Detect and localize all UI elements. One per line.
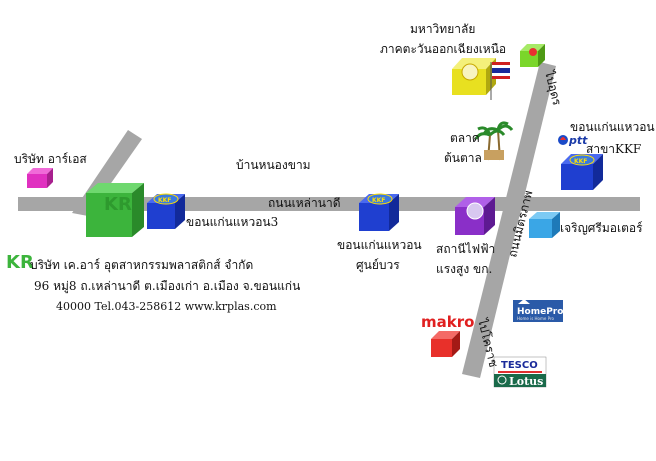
kr-company-logo: KR <box>6 252 34 273</box>
label-substation-1: สถานีไฟฟ้า <box>436 242 496 256</box>
makro-block <box>431 331 460 357</box>
label-kkf-branch-2: สาขาKKF <box>586 142 642 156</box>
kkf-sign: KKF <box>158 197 171 204</box>
kr-factory-block: KR <box>86 183 144 237</box>
label-market-1: ตลาด <box>450 131 480 145</box>
kkf-block-branch: KKF <box>561 154 603 190</box>
company-contact: 40000 Tel.043-258612 www.krplas.com <box>56 300 277 313</box>
rs-company-block <box>27 168 53 188</box>
label-market-2: ต้นตาล <box>444 151 482 165</box>
label-kkf-branch-1: ขอนแก่นแหวอน <box>570 120 655 134</box>
market-palm-icon <box>474 121 514 161</box>
label-road-laonadi: ถนนเหล่านาดี <box>268 196 341 210</box>
kkf-block-3: KKF <box>147 193 185 229</box>
kkf-sign: KKF <box>372 197 385 204</box>
label-makro: makro <box>421 313 475 331</box>
charoen-block <box>529 212 560 238</box>
label-rs-company: บริษัท อาร์เอส <box>14 152 87 166</box>
label-village: บ้านหนองขาม <box>236 158 311 172</box>
svg-text:HomePro: HomePro <box>517 307 563 317</box>
university-block <box>452 58 510 100</box>
kkf-sign: KKF <box>574 158 587 165</box>
substation-block <box>455 197 495 235</box>
lime-block <box>520 44 545 67</box>
kkf-block-center: KKF <box>359 193 399 231</box>
ptt-logo: ptt <box>558 134 588 147</box>
tesco-lotus-logo: TESCO Lotus <box>493 356 547 388</box>
label-khonkaen-center-2: ศูนย์บวร <box>356 258 400 272</box>
svg-text:ptt: ptt <box>568 134 588 147</box>
label-khonkaen-3: ขอนแก่นแหวอน3 <box>186 215 279 229</box>
svg-text:TESCO: TESCO <box>501 360 538 371</box>
svg-text:Lotus: Lotus <box>509 375 543 388</box>
label-university-2: ภาคตะวันออกเฉียงเหนือ <box>380 42 507 56</box>
company-address: 96 หมู่8 ถ.เหล่านาดี ต.เมืองเก่า อ.เมือง… <box>34 279 301 293</box>
kr-factory-logo: KR <box>104 194 132 215</box>
svg-text:KR: KR <box>6 252 34 273</box>
label-khonkaen-center-1: ขอนแก่นแหวอน <box>337 238 422 252</box>
label-charoen-motor: เจริญศรีมอเตอร์ <box>560 221 643 235</box>
company-name: บริษัท เค.อาร์ อุตสาหกรรมพลาสติกส์ จำกัด <box>30 258 254 272</box>
label-substation-2: แรงสูง ขก. <box>436 262 493 276</box>
label-university-1: มหาวิทยาลัย <box>410 22 476 36</box>
svg-text:Home is Home Pro: Home is Home Pro <box>517 316 555 321</box>
homepro-logo: HomePro Home is Home Pro <box>513 299 563 322</box>
road-mittraphap <box>462 62 556 378</box>
